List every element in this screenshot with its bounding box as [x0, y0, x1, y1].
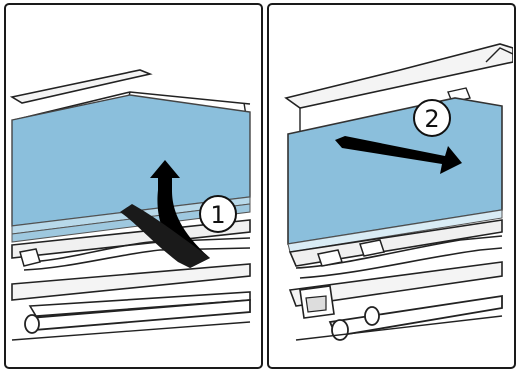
step-number-2: 2 — [424, 105, 439, 133]
panel-2: 2 — [268, 4, 515, 368]
step-number-1: 1 — [210, 201, 225, 229]
panel-1: 1 — [5, 4, 262, 368]
hinge-clip-left — [20, 249, 40, 266]
